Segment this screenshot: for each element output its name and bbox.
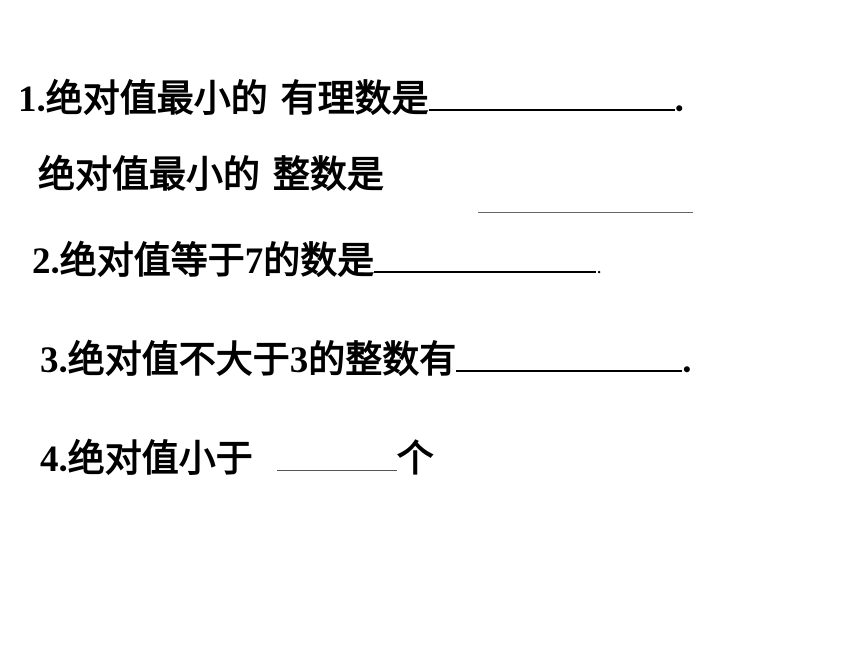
question-1b: 绝对值最小的 整数是: [38, 152, 384, 196]
question-2-value: 7: [244, 241, 264, 282]
question-3-text-end: 的整数有: [308, 337, 457, 381]
question-1-text: 绝对值最小的 有理数是: [45, 76, 429, 120]
question-3-period: .: [682, 340, 692, 381]
question-4-answer-blank[interactable]: [276, 440, 397, 471]
question-1-number: 1.: [18, 79, 46, 120]
question-2-text-end: 的数是: [263, 238, 375, 282]
question-2-number: 2.: [32, 241, 60, 282]
question-3-answer-blank[interactable]: [456, 340, 683, 372]
question-1b-answer-blank[interactable]: [478, 212, 693, 213]
question-3-text: 绝对值不大于: [67, 337, 290, 381]
question-1: 1.绝对值最小的 有理数是.: [18, 76, 684, 122]
question-4-number: 4.: [40, 439, 68, 480]
question-3-number: 3.: [40, 340, 68, 381]
question-4-text: 绝对值小于: [67, 436, 253, 480]
question-1-answer-blank[interactable]: [428, 79, 675, 111]
question-3-value: 3: [289, 340, 309, 381]
question-2: 2.绝对值等于7的数是.: [32, 238, 602, 290]
question-3: 3.绝对值不大于3的整数有.: [40, 337, 692, 383]
question-2-text: 绝对值等于: [59, 238, 245, 282]
question-2-answer-blank[interactable]: [374, 241, 597, 273]
question-1b-text: 绝对值最小的 整数是: [38, 152, 384, 196]
question-1-period: .: [674, 79, 684, 120]
question-4: 4.绝对值小于 个: [40, 436, 434, 482]
question-2-period: .: [596, 257, 602, 278]
question-4-unit: 个: [396, 436, 434, 480]
